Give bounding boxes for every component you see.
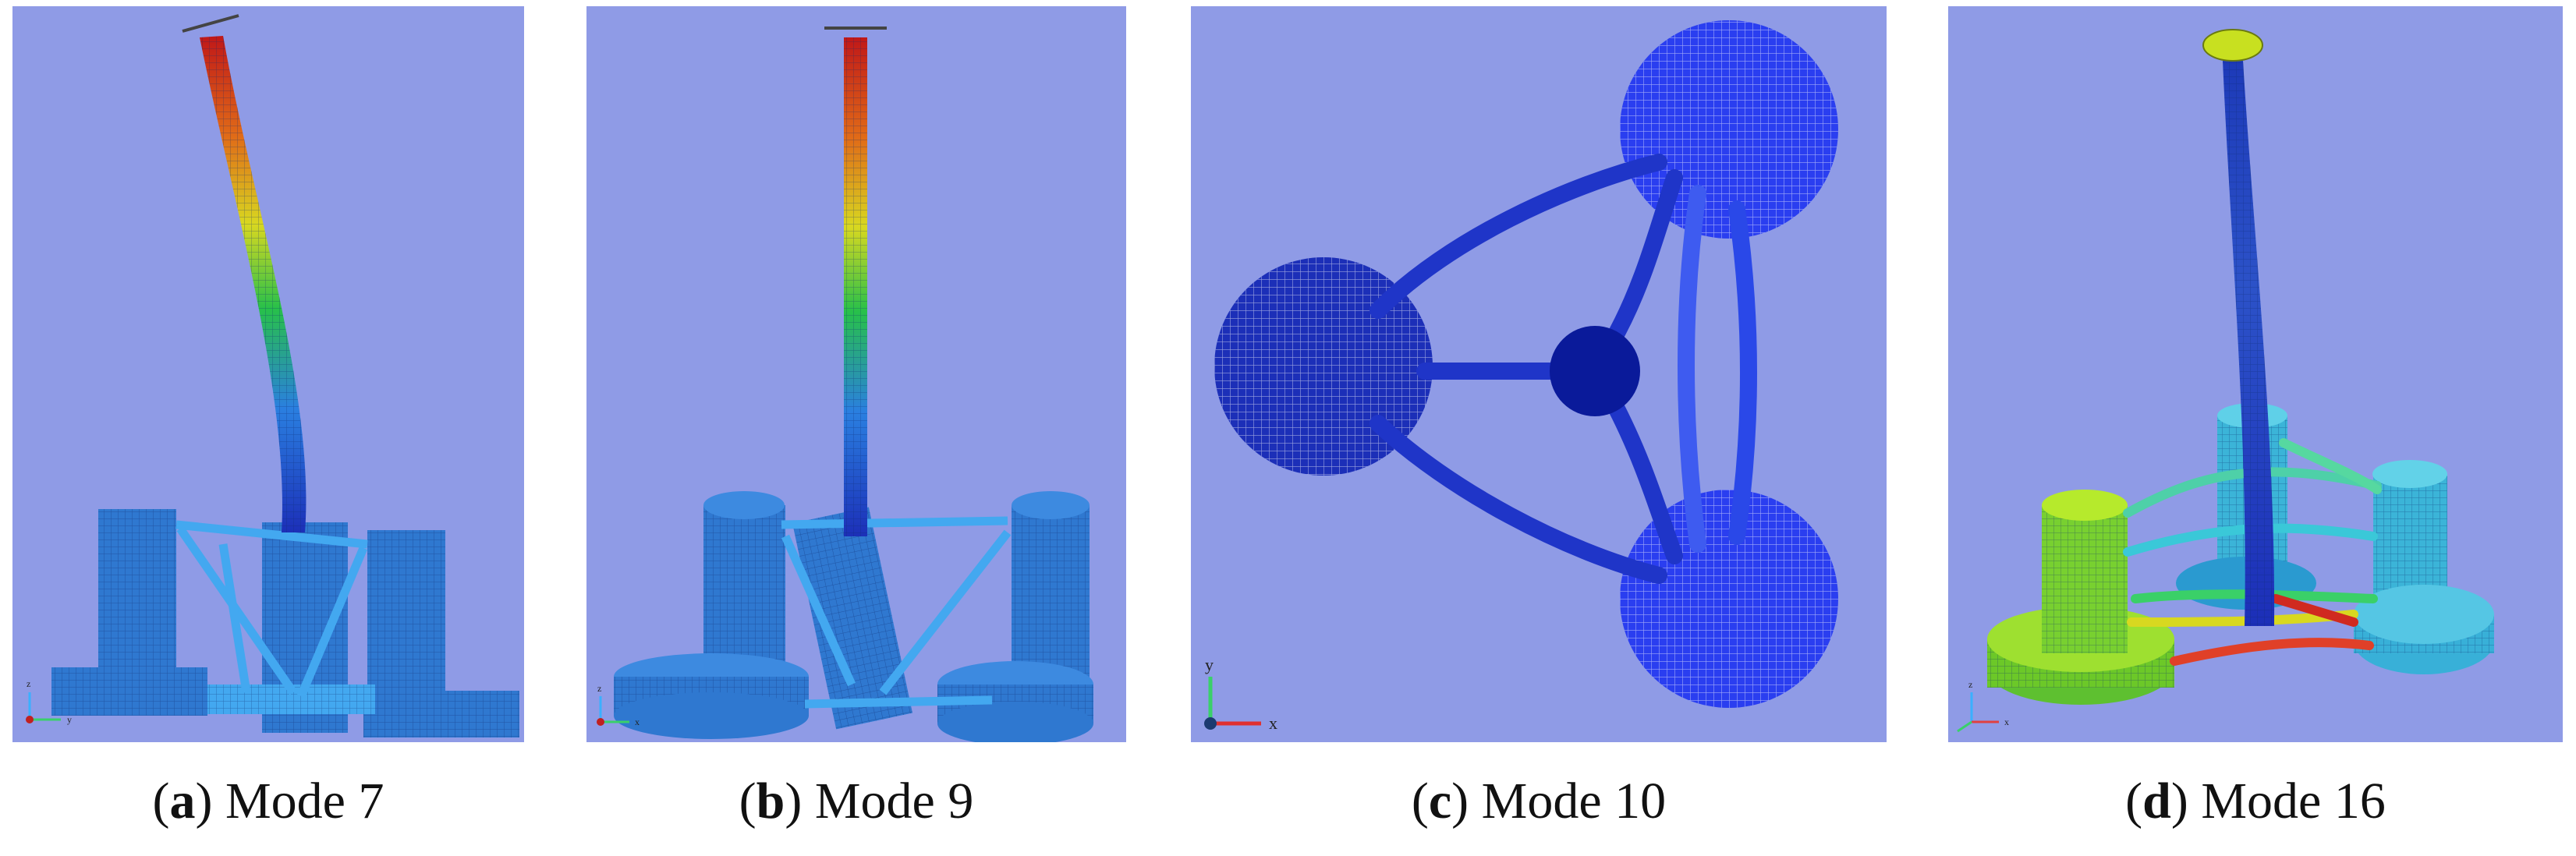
svg-text:x: x: [1269, 713, 1277, 733]
mode-7-render: z y: [26, 14, 519, 738]
caption-text: Mode 9: [814, 773, 974, 829]
braces: [781, 516, 1012, 709]
caption-a: (a) Mode 7: [152, 773, 384, 829]
axis-triad: z x: [1957, 679, 2009, 733]
caption-text: Mode 10: [1481, 773, 1667, 829]
panel-c: y x: [1191, 6, 1887, 742]
svg-text:y: y: [1205, 655, 1214, 674]
rotor-disk: [2202, 29, 2263, 62]
caption-letter: a: [169, 773, 196, 829]
svg-text:z: z: [597, 683, 601, 694]
caption-c: (c) Mode 10: [1411, 773, 1667, 829]
axis-triad: z y: [26, 678, 72, 725]
caption-b: (b) Mode 9: [739, 773, 974, 829]
panel-a: z y: [12, 6, 524, 742]
braces: [175, 520, 368, 699]
axis-triad: y x: [1204, 655, 1277, 733]
svg-text:y: y: [67, 714, 72, 725]
mode-16-render: z x: [1957, 29, 2494, 733]
braces: [1369, 154, 1757, 584]
caption-text: Mode 16: [2201, 773, 2386, 829]
panel-d: z x: [1948, 6, 2563, 742]
platform-structure: [51, 509, 519, 738]
caption-d: (d) Mode 16: [2125, 773, 2386, 829]
mode-10-render: y x: [1204, 20, 1838, 733]
mode-9-render: z x: [597, 27, 1093, 742]
caption-letter: c: [1428, 773, 1452, 829]
panel-b: z x: [586, 6, 1126, 742]
svg-text:z: z: [1968, 679, 1972, 690]
caption-letter: d: [2142, 773, 2171, 829]
axis-triad: z x: [597, 683, 640, 727]
caption-letter: b: [756, 773, 785, 829]
rotor-blade: [182, 14, 239, 33]
platform-structure: [1987, 403, 2494, 705]
svg-text:x: x: [2004, 716, 2009, 727]
svg-text:x: x: [635, 716, 640, 727]
svg-text:z: z: [27, 678, 30, 689]
platform-structure: [614, 491, 1093, 742]
caption-text: Mode 7: [225, 773, 384, 829]
central-hub: [1550, 326, 1640, 416]
